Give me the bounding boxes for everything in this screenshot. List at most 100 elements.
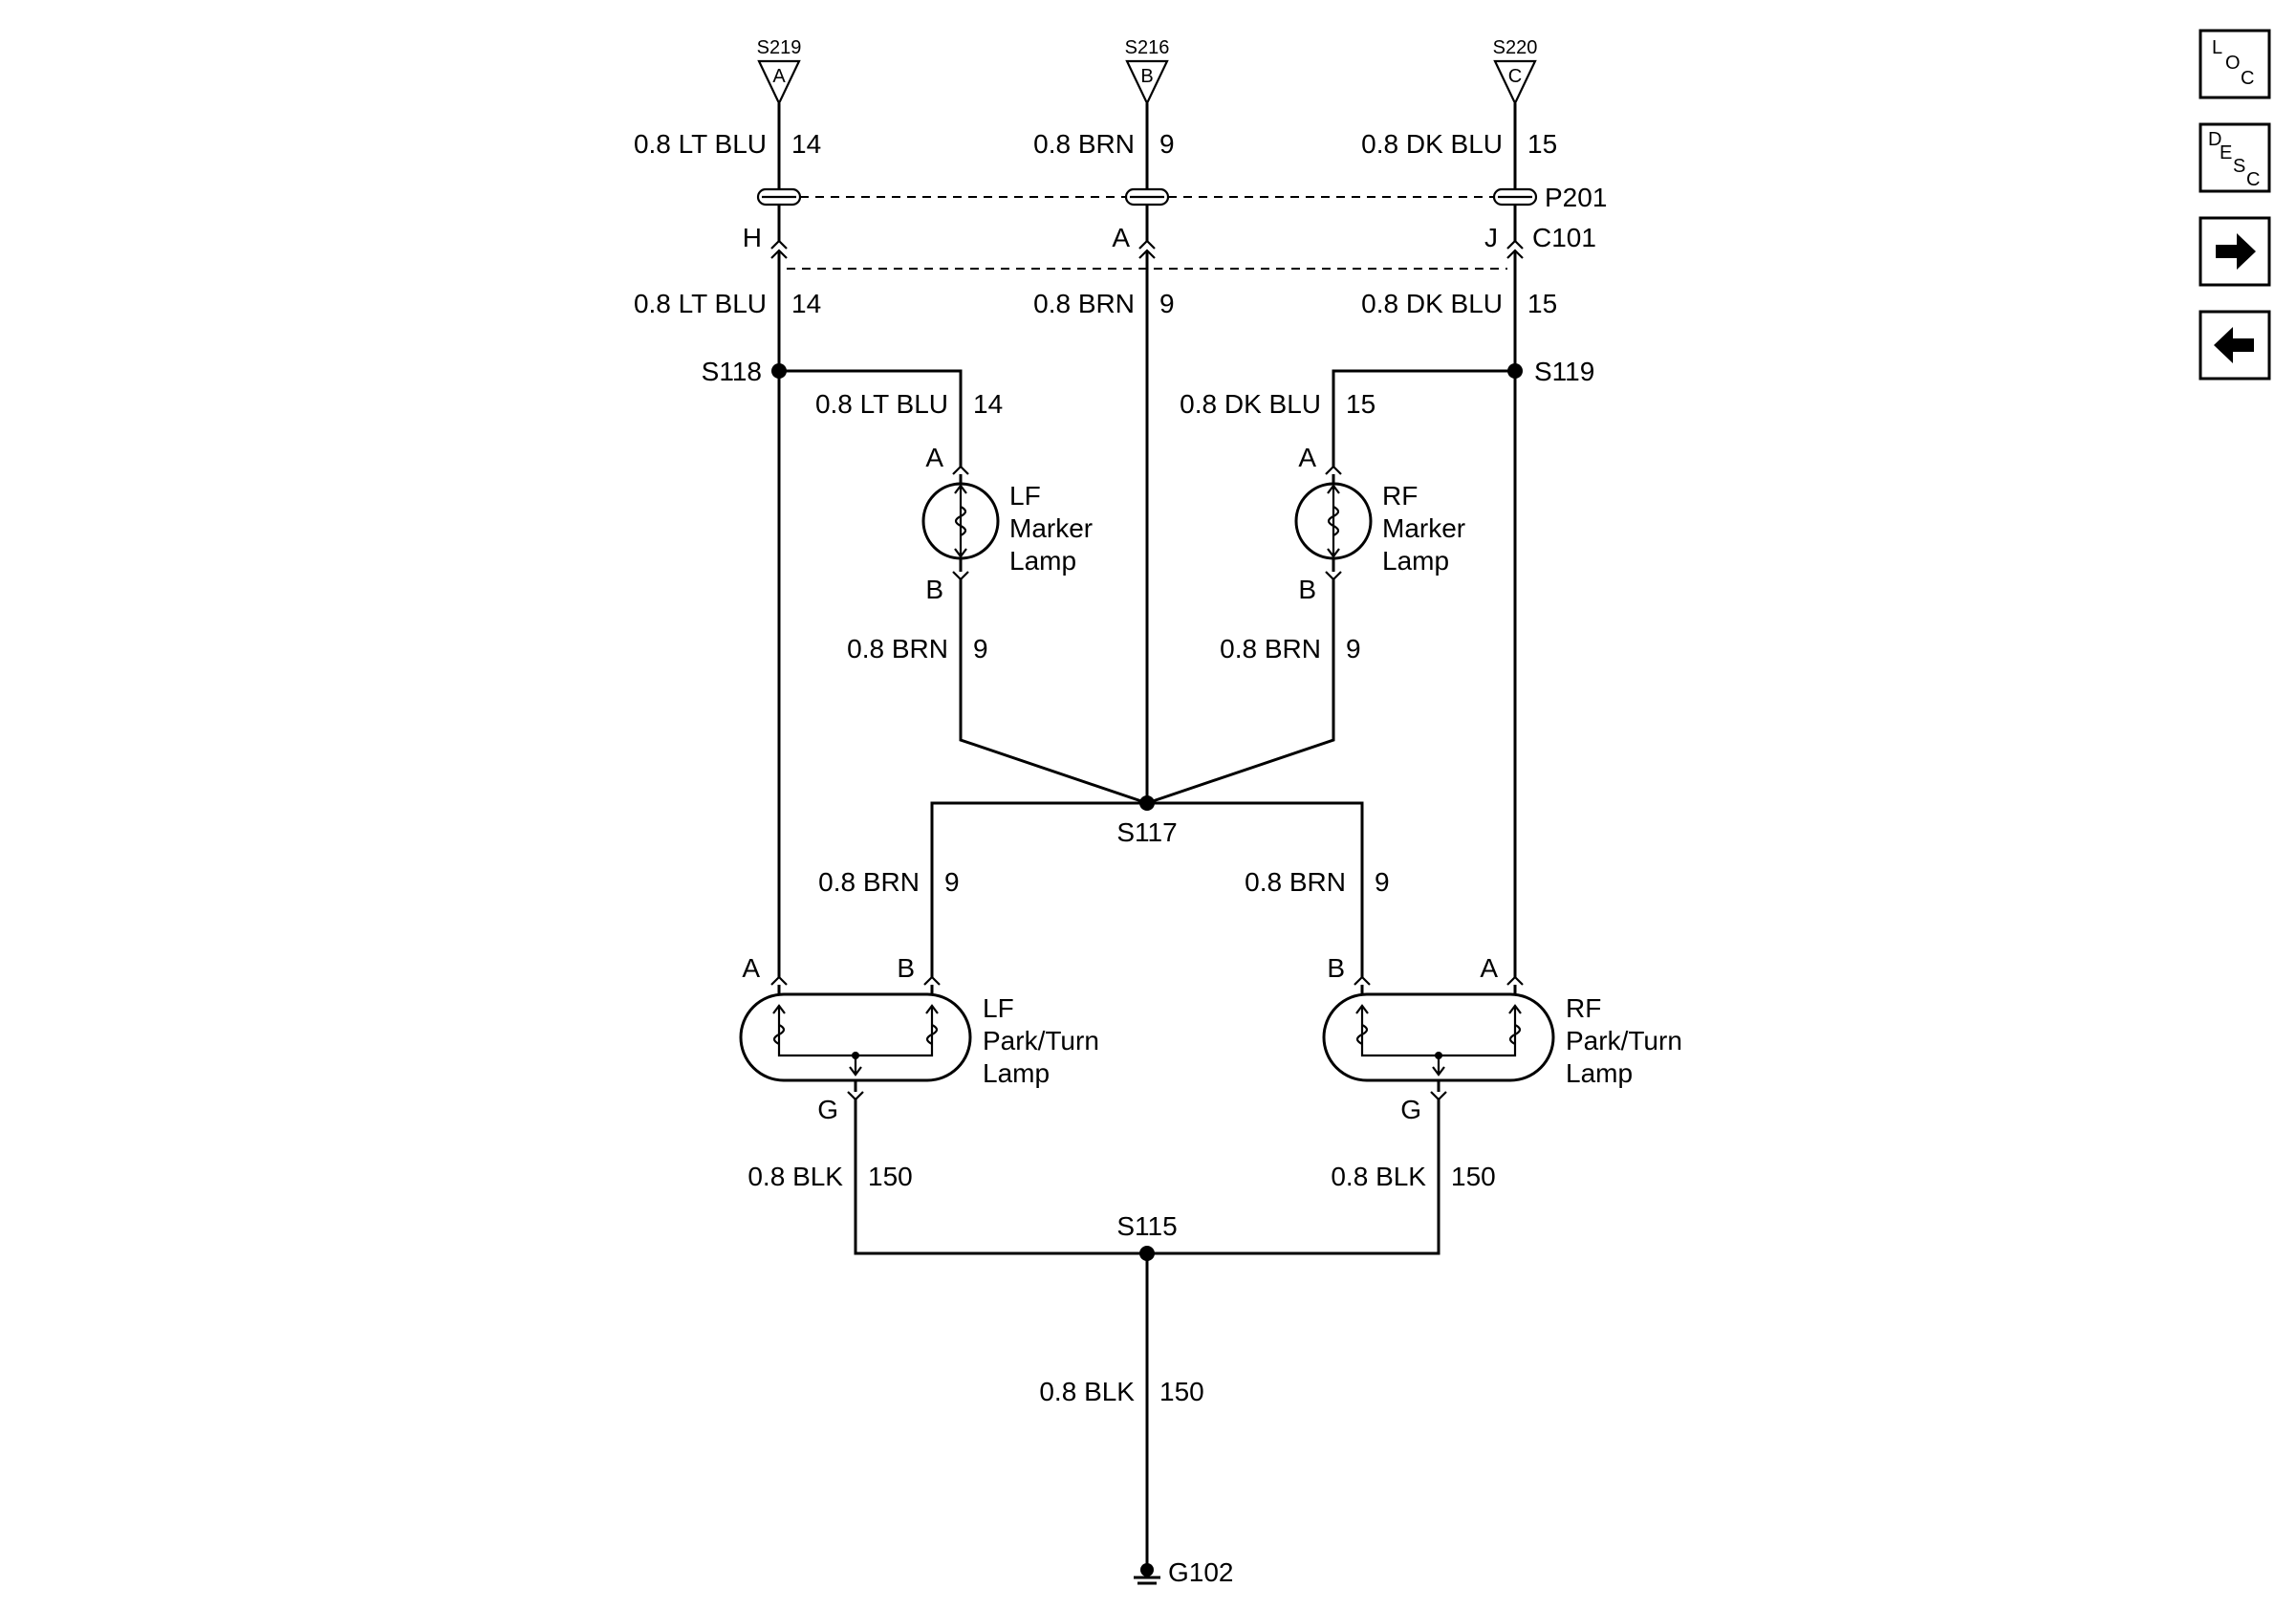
wire-label-brn-lf-marker: 0.8 BRN 9 (847, 634, 987, 664)
svg-text:0.8 BLK: 0.8 BLK (1039, 1377, 1135, 1406)
svg-text:15: 15 (1346, 389, 1375, 419)
wire-label-brn-top: 0.8 BRN 9 (1033, 129, 1174, 159)
svg-text:Lamp: Lamp (1566, 1058, 1633, 1088)
svg-text:14: 14 (791, 289, 821, 318)
supply-s219: S219 A (757, 37, 802, 106)
splice-s117: S117 (1116, 795, 1178, 847)
svg-text:J: J (1484, 223, 1498, 252)
svg-text:S219: S219 (757, 37, 802, 58)
svg-text:Park/Turn: Park/Turn (1566, 1026, 1682, 1055)
svg-text:15: 15 (1527, 129, 1557, 159)
svg-text:0.8 BLK: 0.8 BLK (747, 1162, 843, 1191)
svg-text:0.8 DK BLU: 0.8 DK BLU (1180, 389, 1321, 419)
svg-text:Marker: Marker (1009, 513, 1093, 543)
ground-g102: G102 (1134, 1557, 1234, 1587)
svg-text:A: A (772, 66, 786, 87)
svg-text:A: A (1298, 443, 1316, 472)
svg-text:0.8 BRN: 0.8 BRN (1220, 634, 1321, 664)
svg-text:9: 9 (1346, 634, 1361, 664)
svg-text:C101: C101 (1532, 223, 1596, 252)
svg-text:B: B (897, 953, 915, 983)
splice-s119: S119 (1507, 357, 1594, 386)
svg-text:G: G (1400, 1095, 1421, 1124)
svg-text:0.8 LT BLU: 0.8 LT BLU (634, 129, 767, 159)
wire-label-brn-mid: 0.8 BRN 9 (1033, 289, 1174, 318)
svg-text:0.8 BRN: 0.8 BRN (1245, 867, 1346, 897)
svg-text:G102: G102 (1168, 1557, 1234, 1587)
svg-text:150: 150 (868, 1162, 913, 1191)
supply-s216: S216 B (1125, 37, 1170, 106)
wire-label-dk-blu-top: 0.8 DK BLU 15 (1361, 129, 1557, 159)
svg-text:S: S (2233, 156, 2245, 177)
svg-text:Marker: Marker (1382, 513, 1465, 543)
lf-park-turn-lamp: A B G LF Park/Turn Lamp (739, 953, 1099, 1124)
svg-text:B: B (1298, 575, 1316, 604)
svg-text:LF: LF (983, 993, 1014, 1023)
wire-label-dk-blu-mid: 0.8 DK BLU 15 (1361, 289, 1557, 318)
arrow-left-icon (2214, 327, 2254, 363)
svg-text:0.8 BRN: 0.8 BRN (1033, 129, 1135, 159)
svg-text:Lamp: Lamp (983, 1058, 1050, 1088)
svg-text:O: O (2225, 53, 2241, 74)
svg-text:0.8 DK BLU: 0.8 DK BLU (1361, 129, 1503, 159)
svg-text:0.8 LT BLU: 0.8 LT BLU (815, 389, 948, 419)
svg-text:S117: S117 (1116, 817, 1177, 847)
wire-label-lt-blu-mid: 0.8 LT BLU 14 (634, 289, 821, 318)
svg-text:C: C (2246, 169, 2260, 190)
svg-text:0.8 LT BLU: 0.8 LT BLU (634, 289, 767, 318)
svg-text:0.8 DK BLU: 0.8 DK BLU (1361, 289, 1503, 318)
connector-p201: P201 (756, 183, 1607, 212)
svg-text:9: 9 (1375, 867, 1390, 897)
svg-text:Lamp: Lamp (1382, 546, 1449, 576)
svg-text:P201: P201 (1545, 183, 1607, 212)
svg-text:G: G (817, 1095, 838, 1124)
svg-text:C: C (1508, 66, 1522, 87)
svg-text:D: D (2208, 129, 2221, 150)
svg-text:B: B (1140, 66, 1153, 87)
svg-text:150: 150 (1159, 1377, 1204, 1406)
svg-text:E: E (2220, 142, 2232, 163)
svg-text:0.8 BLK: 0.8 BLK (1331, 1162, 1426, 1191)
svg-text:LF: LF (1009, 481, 1041, 511)
svg-text:S118: S118 (702, 357, 762, 386)
svg-text:H: H (743, 223, 762, 252)
desc-button[interactable]: D E S C (2199, 122, 2271, 193)
next-button[interactable] (2199, 216, 2271, 287)
rf-marker-lamp: A B RF Marker Lamp (1294, 443, 1465, 604)
svg-text:A: A (925, 443, 943, 472)
wire-label-dk-blu-branch: 0.8 DK BLU 15 (1180, 389, 1375, 419)
svg-text:A: A (742, 953, 760, 983)
prev-button[interactable] (2199, 310, 2271, 381)
svg-text:RF: RF (1566, 993, 1601, 1023)
ground-icon (1134, 1563, 1160, 1585)
wire-label-blk-main: 0.8 BLK 150 (1039, 1377, 1203, 1406)
wire-label-blk-lf: 0.8 BLK 150 (747, 1162, 912, 1191)
svg-text:A: A (1112, 223, 1130, 252)
svg-text:B: B (925, 575, 943, 604)
wire-label-brn-rf-marker: 0.8 BRN 9 (1220, 634, 1360, 664)
svg-text:S115: S115 (1116, 1211, 1177, 1241)
svg-text:S220: S220 (1493, 37, 1538, 58)
loc-button[interactable]: L O C (2199, 29, 2271, 99)
svg-text:A: A (1480, 953, 1498, 983)
svg-text:0.8 BRN: 0.8 BRN (818, 867, 920, 897)
wire-label-lt-blu-branch: 0.8 LT BLU 14 (815, 389, 1003, 419)
svg-text:9: 9 (1159, 129, 1175, 159)
svg-text:0.8 BRN: 0.8 BRN (1033, 289, 1135, 318)
svg-text:0.8 BRN: 0.8 BRN (847, 634, 948, 664)
lf-marker-lamp: A B LF Marker Lamp (921, 443, 1093, 604)
svg-text:150: 150 (1451, 1162, 1496, 1191)
supply-s220: S220 C (1493, 37, 1538, 106)
svg-text:S119: S119 (1534, 357, 1594, 386)
connector-c101: H A J C101 (743, 223, 1596, 270)
svg-text:S216: S216 (1125, 37, 1170, 58)
wire-label-blk-rf: 0.8 BLK 150 (1331, 1162, 1495, 1191)
rf-park-turn-lamp: B A G RF Park/Turn Lamp (1322, 953, 1682, 1124)
svg-text:9: 9 (944, 867, 960, 897)
svg-text:15: 15 (1527, 289, 1557, 318)
svg-text:9: 9 (973, 634, 988, 664)
splice-s118: S118 (702, 357, 787, 386)
wire-label-brn-lf-park: 0.8 BRN 9 (818, 867, 959, 897)
arrow-right-icon (2216, 233, 2256, 270)
